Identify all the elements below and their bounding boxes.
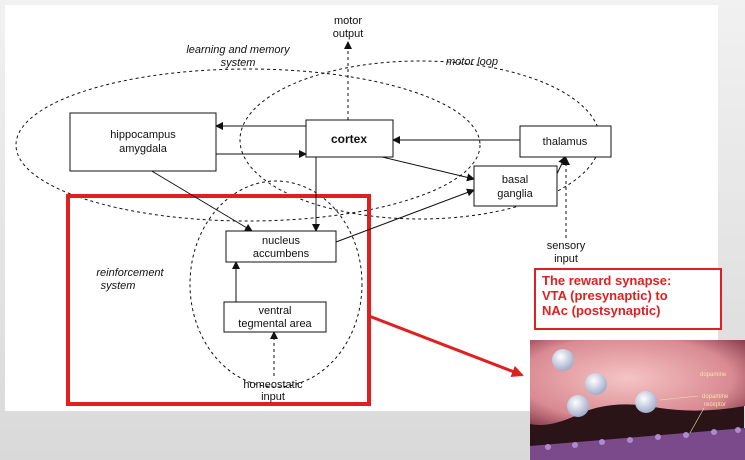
reinforcement-ellipse: [189, 180, 363, 388]
reinforcement-label: reinforcement: [96, 267, 164, 279]
cortex-label: cortex: [331, 132, 367, 146]
tegmental-area-label: tegmental area: [238, 318, 312, 330]
learning-memory-label: learning and memory: [186, 44, 291, 56]
homeostatic-input-label: homeostatic: [243, 379, 303, 391]
cortex-to-basal-ganglia-arrow: [377, 155, 475, 182]
motor-output-label-line2: output: [333, 28, 364, 40]
nucleus-label: nucleus: [262, 235, 300, 247]
basal-ganglia-box: basal ganglia: [473, 165, 558, 207]
sensory-input-label: sensory: [547, 240, 586, 252]
learning-memory-ellipse: [15, 68, 481, 222]
synapse-image: dopamine dopamine receptor: [530, 340, 745, 460]
ventral-tegmental-area-box: ventral tegmental area: [223, 301, 327, 333]
reinforcement-highlight-box: [66, 194, 371, 406]
basal-label: basal: [502, 174, 528, 186]
amygdala-label: amygdala: [119, 143, 168, 155]
highlight-to-callout-arrow: [368, 314, 524, 378]
nucleus-accumbens-box: nucleus accumbens: [225, 230, 337, 263]
thalamus-box: thalamus: [519, 125, 612, 158]
dopamine-receptor-image-label-line2: receptor: [704, 402, 726, 408]
hippocampus-to-nucleus-arrow: [149, 169, 253, 232]
ventral-label: ventral: [258, 305, 291, 317]
reward-synapse-callout: The reward synapse: VTA (presynaptic) to…: [534, 268, 722, 330]
learning-memory-label-line2: system: [221, 57, 256, 69]
ganglia-label: ganglia: [497, 188, 533, 200]
motor-loop-label: motor loop: [446, 56, 498, 68]
callout-line-3: NAc (postsynaptic): [542, 303, 661, 318]
motor-output-label: motor: [334, 15, 362, 27]
callout-title: The reward synapse:: [542, 273, 672, 288]
hippocampus-amygdala-box: hippocampus amygdala: [69, 112, 217, 172]
dopamine-receptor-image-label: dopamine: [702, 394, 729, 400]
hippocampus-label: hippocampus: [110, 129, 176, 141]
dopamine-vesicles: [552, 349, 657, 417]
homeostatic-input-label-line2: input: [261, 391, 285, 403]
reinforcement-label-line2: system: [101, 280, 136, 292]
callout-line-2: VTA (presynaptic) to: [542, 288, 668, 303]
postsynaptic-receptors: [545, 427, 741, 450]
cortex-box: cortex: [305, 119, 394, 158]
sensory-input-label-line2: input: [554, 253, 578, 265]
nucleus-to-basal-ganglia-arrow: [335, 188, 475, 243]
thalamus-label: thalamus: [543, 136, 588, 148]
dopamine-image-label: dopamine: [700, 372, 727, 378]
accumbens-label: accumbens: [253, 248, 310, 260]
